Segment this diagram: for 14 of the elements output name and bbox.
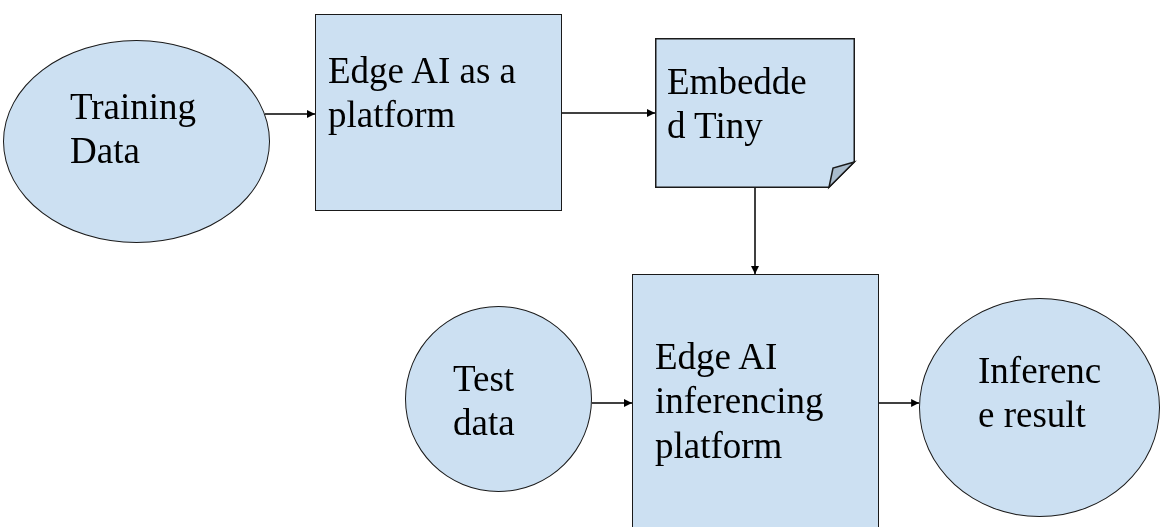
process-box: [315, 14, 562, 211]
arrow: [561, 109, 656, 117]
node-label: Inferenc e result: [978, 349, 1103, 438]
node-label: Embedde d Tiny: [667, 60, 808, 149]
arrow: [591, 399, 633, 407]
node-label: Test data: [453, 357, 516, 446]
process-box: [632, 274, 879, 527]
node-label: Training Data: [70, 85, 198, 174]
arrow: [751, 187, 759, 275]
arrow: [264, 110, 316, 118]
arrow: [878, 399, 920, 407]
node-label: Edge AI as a platform: [328, 49, 518, 138]
node-label: Edge AI inferencing platform: [655, 335, 825, 468]
document-note: [655, 38, 855, 188]
